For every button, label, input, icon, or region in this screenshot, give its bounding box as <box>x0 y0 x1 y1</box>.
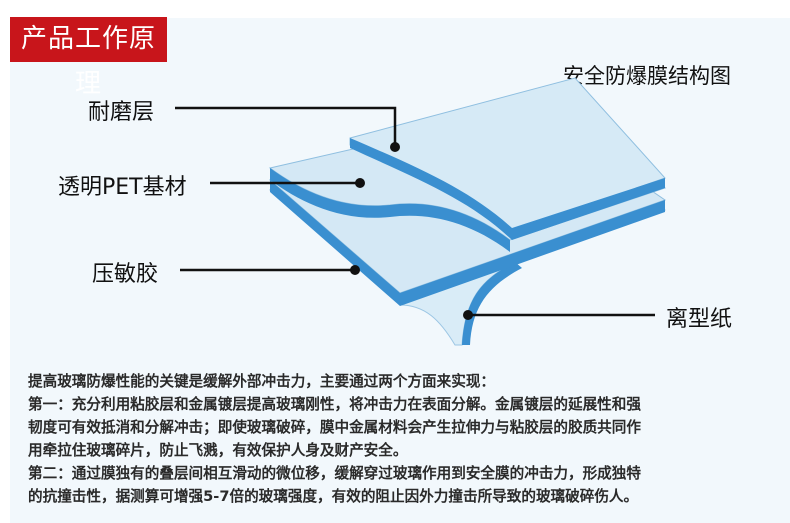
description-line: 韧度可有效抵消和分解冲击；即使玻璃破碎，膜中金属材料会产生拉伸力与粘胶层的胶质共… <box>28 419 641 436</box>
marker-adhesive <box>350 265 360 275</box>
label-pet: 透明PET基材 <box>58 175 187 200</box>
description-line: 的抗撞击性，据测算可增强5-7倍的玻璃强度，有效的阻止因外力撞击所导致的玻璃破碎… <box>28 488 639 505</box>
label-wear-layer: 耐磨层 <box>88 100 155 125</box>
section-badge: 产品工作原理 <box>10 17 167 99</box>
label-release: 离型纸 <box>666 307 733 332</box>
marker-release <box>463 310 473 320</box>
leader-wear <box>175 106 397 147</box>
description: 提高玻璃防爆性能的关键是缓解外部冲击力，主要通过两个方面来实现： 第一：充分利用… <box>28 370 788 508</box>
description-line: 用牵拉住玻璃碎片，防止飞溅，有效保护人身及财产安全。 <box>28 442 408 459</box>
label-adhesive: 压敏胶 <box>92 262 159 287</box>
marker-wear <box>390 142 400 152</box>
diagram-title: 安全防爆膜结构图 <box>563 64 731 88</box>
wear-layer <box>349 77 666 240</box>
description-line: 提高玻璃防爆性能的关键是缓解外部冲击力，主要通过两个方面来实现： <box>28 373 496 390</box>
description-line: 第二：通过膜独有的叠层间相互滑动的微位移，缓解穿过玻璃作用到安全膜的冲击力，形成… <box>28 465 641 482</box>
marker-pet <box>355 178 365 188</box>
layer-diagram <box>175 77 667 346</box>
description-line: 第一：充分利用粘胶层和金属镀层提高玻璃刚性，将冲击力在表面分解。金属镀层的延展性… <box>28 396 641 413</box>
